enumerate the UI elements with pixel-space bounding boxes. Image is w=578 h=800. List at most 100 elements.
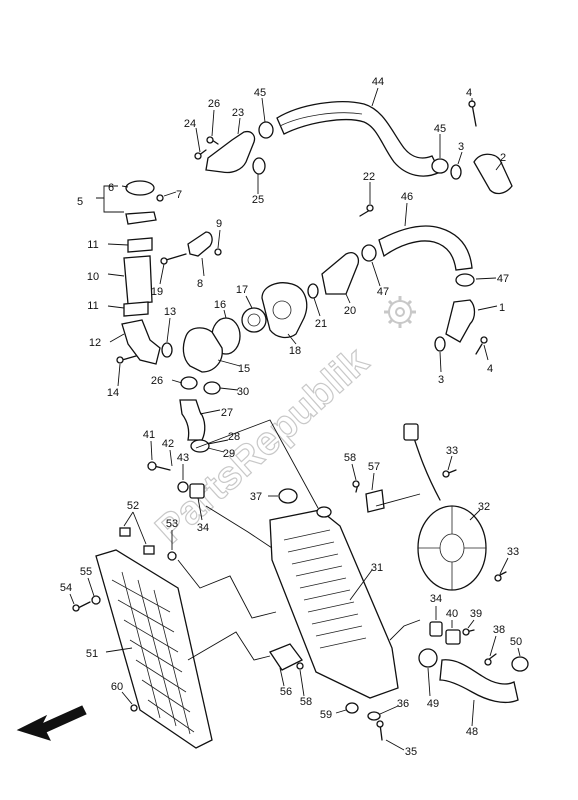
leader-line-16 <box>223 309 227 319</box>
callout-18: 18 <box>289 345 301 357</box>
leader-line-42 <box>169 449 173 467</box>
bolt-33-bottom <box>494 571 507 582</box>
pipe-12 <box>121 319 161 365</box>
callout-58b: 58 <box>300 696 312 708</box>
bracket-56 <box>269 643 303 671</box>
callout-49: 49 <box>427 698 439 710</box>
leader-line-2 <box>495 161 503 171</box>
bolt-58-top <box>352 480 360 493</box>
callout-47a: 47 <box>497 273 509 285</box>
callout-45a: 45 <box>254 87 266 99</box>
callout-48: 48 <box>466 726 478 738</box>
leader-line-50 <box>517 647 521 657</box>
leader-line-55 <box>87 577 95 597</box>
callout-47b: 47 <box>377 286 389 298</box>
bolt-9 <box>214 248 222 256</box>
callout-15: 15 <box>238 363 250 375</box>
callout-25: 25 <box>252 194 264 206</box>
leader-line-11a <box>107 243 129 246</box>
leader-line-4b <box>483 344 489 361</box>
hose-46 <box>378 225 473 271</box>
callout-9: 9 <box>216 218 222 230</box>
clamp-45-right <box>431 158 449 174</box>
callout-36: 36 <box>397 698 409 710</box>
pipe-20 <box>321 252 360 295</box>
callout-52: 52 <box>127 500 139 512</box>
oring-3-top <box>450 164 462 180</box>
leader-line-51 <box>105 647 133 653</box>
callout-41: 41 <box>143 429 155 441</box>
clamp-50 <box>511 656 529 672</box>
leader-line-23 <box>237 117 241 135</box>
leader-line-5 <box>96 185 118 199</box>
pipe-1 <box>445 299 476 343</box>
callout-58a: 58 <box>344 452 356 464</box>
callout-59: 59 <box>320 709 332 721</box>
callout-43: 43 <box>177 452 189 464</box>
callout-21: 21 <box>315 318 327 330</box>
callout-24: 24 <box>184 118 196 130</box>
leader-line-47b <box>371 261 381 287</box>
callout-46: 46 <box>401 191 413 203</box>
leader-line-27 <box>199 409 221 415</box>
callout-19: 19 <box>151 286 163 298</box>
leader-line-35 <box>385 739 405 751</box>
leader-line-47a <box>475 277 497 280</box>
callout-14: 14 <box>107 387 119 399</box>
leader-line-44 <box>371 87 379 107</box>
watermark: PartsRepublik <box>147 338 378 552</box>
callout-13: 13 <box>164 306 176 318</box>
leader-line-49 <box>427 667 431 697</box>
callout-42: 42 <box>162 438 174 450</box>
callout-34a: 34 <box>197 522 209 534</box>
radiator-31 <box>269 506 399 699</box>
callout-6: 6 <box>108 182 114 194</box>
bolt-38 <box>484 653 497 666</box>
nut-43 <box>177 481 189 493</box>
bolt-19 <box>160 253 187 265</box>
grommet-34-bottom <box>429 621 443 637</box>
callout-4b: 4 <box>487 363 493 375</box>
callout-4a: 4 <box>466 87 472 99</box>
callout-17: 17 <box>236 284 248 296</box>
leader-line-3a <box>457 151 463 165</box>
bolt-60 <box>130 704 138 712</box>
leader-line-52 <box>123 511 134 527</box>
callout-27: 27 <box>221 407 233 419</box>
callout-53: 53 <box>166 518 178 530</box>
callout-20: 20 <box>344 305 356 317</box>
clamp-28 <box>190 439 210 453</box>
oring-3-bottom <box>434 336 446 352</box>
leader-line-38 <box>489 635 497 657</box>
bolt-58-bottom <box>296 662 304 670</box>
bolt-4-top <box>468 100 477 127</box>
leader-line-39 <box>467 619 475 629</box>
callout-3b: 3 <box>438 374 444 386</box>
callout-57: 57 <box>368 461 380 473</box>
callout-51: 51 <box>86 648 98 660</box>
leader-line-34a <box>197 497 203 521</box>
bolt-54 <box>72 601 91 612</box>
clamp-47-left <box>361 244 377 262</box>
leader-line-20 <box>345 293 351 304</box>
leader-line-11b <box>107 305 125 309</box>
sleeve-10 <box>123 255 153 305</box>
clamp-26 <box>180 376 198 390</box>
callout-26b: 26 <box>151 375 163 387</box>
leader-line-54 <box>69 593 75 605</box>
leader-line-13 <box>166 317 171 343</box>
callout-50: 50 <box>510 636 522 648</box>
leader-line-5 <box>103 198 124 213</box>
callout-45b: 45 <box>434 123 446 135</box>
leader-line-28 <box>207 439 229 445</box>
callout-1: 1 <box>499 302 505 314</box>
leader-line-10 <box>107 273 125 277</box>
leader-line-60 <box>121 691 133 705</box>
callout-35: 35 <box>405 746 417 758</box>
pipe-23 <box>205 130 256 174</box>
callout-29: 29 <box>223 448 235 460</box>
oring-21 <box>307 283 319 299</box>
front-direction-arrow-icon <box>16 705 87 741</box>
leader-line-3b <box>439 351 442 373</box>
hose-49 <box>418 648 438 668</box>
